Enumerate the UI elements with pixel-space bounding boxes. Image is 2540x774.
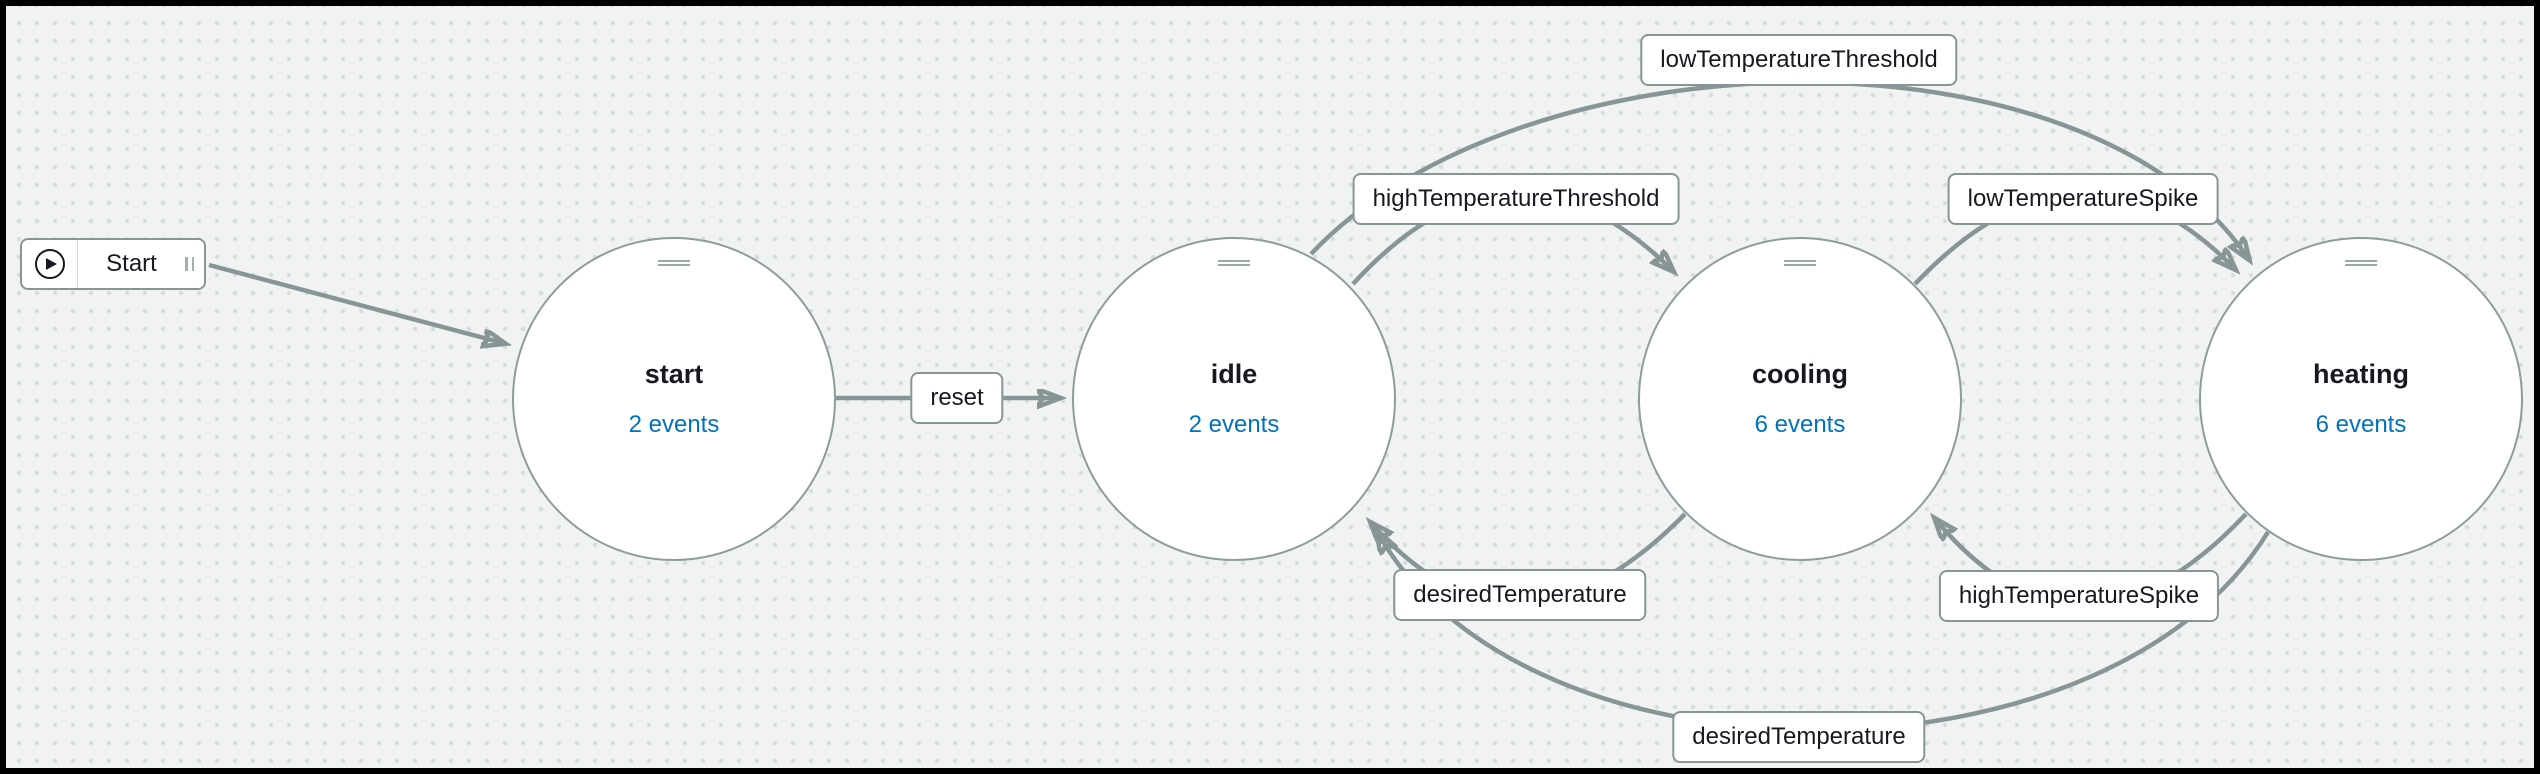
state-node-cooling[interactable]: cooling 6 events: [1638, 237, 1962, 561]
state-drag-handle-icon[interactable]: [1784, 257, 1816, 269]
state-name: heating: [2312, 359, 2409, 390]
state-drag-handle-icon[interactable]: [1218, 257, 1250, 269]
start-trigger-node[interactable]: Start: [20, 238, 206, 290]
transition-label-low-temperature-spike[interactable]: lowTemperatureSpike: [1947, 173, 2219, 225]
edge-desired-temperature-from-heating: [1378, 532, 2270, 733]
state-node-idle[interactable]: idle 2 events: [1072, 237, 1396, 561]
state-node-heating[interactable]: heating 6 events: [2199, 237, 2523, 561]
start-node-label: Start: [106, 250, 157, 277]
transition-label-desired-temperature-cooling[interactable]: desiredTemperature: [1393, 569, 1647, 621]
edge-start-trigger: [208, 262, 503, 343]
state-name: start: [644, 359, 704, 390]
state-drag-handle-icon[interactable]: [2345, 257, 2377, 269]
transition-label-desired-temperature-heating[interactable]: desiredTemperature: [1672, 711, 1926, 763]
state-drag-handle-icon[interactable]: [658, 257, 690, 269]
state-name: cooling: [1752, 359, 1848, 390]
transition-label-high-temperature-threshold[interactable]: highTemperatureThreshold: [1352, 173, 1680, 225]
state-node-start[interactable]: start 2 events: [512, 237, 836, 561]
edge-low-temperature-threshold: [1309, 80, 2248, 258]
state-name: idle: [1210, 359, 1258, 390]
drag-handle-icon[interactable]: [185, 257, 194, 271]
transition-label-high-temperature-spike[interactable]: highTemperatureSpike: [1938, 570, 2220, 622]
state-events-link[interactable]: 2 events: [628, 410, 720, 438]
state-events-link[interactable]: 6 events: [2315, 410, 2407, 438]
play-circle-icon: [22, 240, 78, 288]
transition-label-low-temperature-threshold[interactable]: lowTemperatureThreshold: [1640, 34, 1958, 86]
state-events-link[interactable]: 2 events: [1188, 410, 1280, 438]
state-events-link[interactable]: 6 events: [1754, 410, 1846, 438]
transition-label-reset[interactable]: reset: [910, 372, 1004, 424]
